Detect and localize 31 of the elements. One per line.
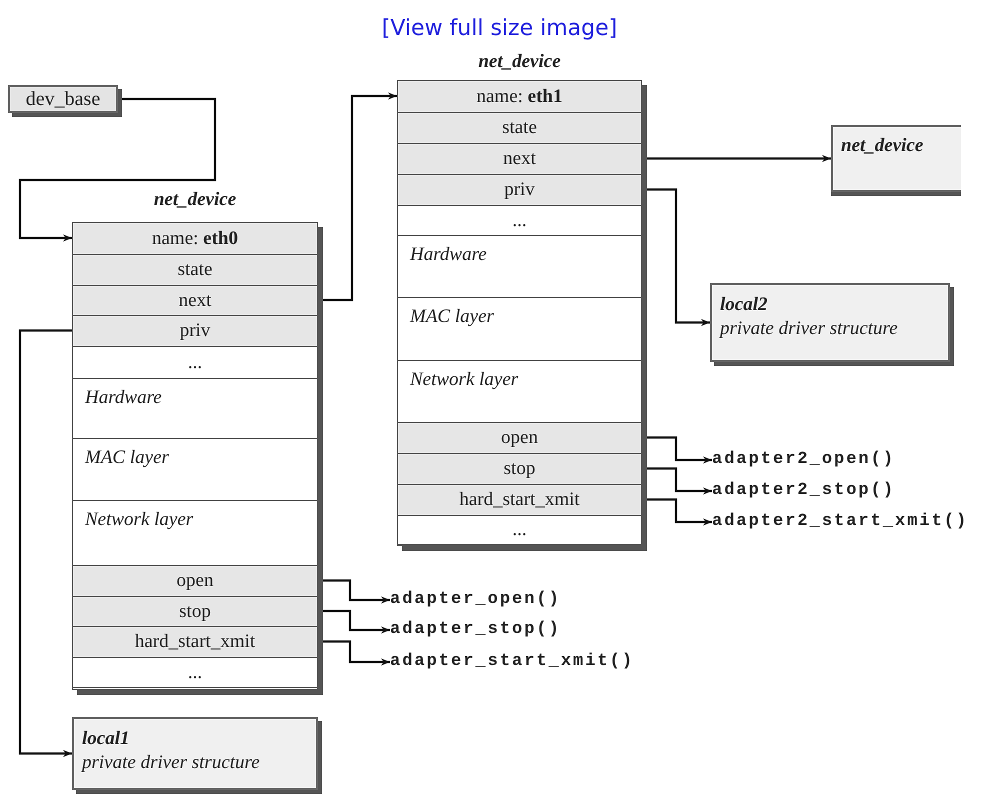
field-row: next (397, 143, 642, 174)
struct-description: private driver structure (82, 751, 261, 775)
field-row: next (72, 285, 318, 315)
function-name: adapter_stop() (390, 618, 660, 642)
field-row: name: eth1 (397, 80, 642, 112)
link-text: [View full size image] (380, 15, 618, 43)
struct-name: local2 (720, 293, 768, 317)
field-row: open (72, 565, 318, 596)
field-row: stop (72, 596, 318, 626)
field-row: priv (397, 174, 642, 205)
field-row: hard_start_xmit (397, 484, 642, 515)
function-name: adapter2_stop() (712, 479, 992, 503)
arrow (18, 329, 72, 758)
struct-title: net_device (152, 188, 238, 212)
arrow (18, 98, 216, 242)
field-row: state (397, 112, 642, 143)
struct-title: net_device (477, 50, 562, 74)
field-row: hard_start_xmit (72, 626, 318, 657)
field-row: open (397, 422, 642, 453)
field-row: ... (397, 515, 642, 545)
field-row: ... (72, 657, 318, 688)
field-row: priv (72, 315, 318, 346)
function-name: adapter2_start_xmit() (712, 510, 992, 534)
function-name: adapter_open() (390, 588, 660, 612)
field-row: stop (397, 453, 642, 484)
function-name: adapter2_open() (712, 448, 992, 472)
field-row: state (72, 254, 318, 285)
field-row: name: eth0 (72, 222, 318, 254)
struct-description: private driver structure (720, 317, 899, 341)
struct-name: local1 (82, 727, 130, 751)
function-name: adapter_start_xmit() (390, 650, 660, 674)
